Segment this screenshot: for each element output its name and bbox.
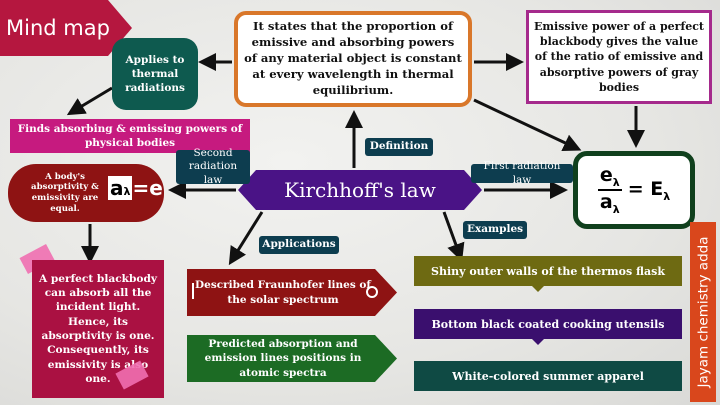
- application-item-fraunhofer: Described Fraunhofer lines of the solar …: [187, 269, 397, 316]
- mind-map-badge: Mind map: [0, 0, 132, 56]
- brand-watermark: Jayam chemistry adda: [690, 222, 716, 402]
- applications-tag: Applications: [259, 236, 339, 254]
- second-law-statement-pill: A body's absorptivity & emissivity are e…: [8, 164, 164, 222]
- first-law-formula-box: eλ aλ = Eλ: [573, 151, 695, 229]
- second-law-statement-text: A body's absorptivity & emissivity are e…: [31, 171, 99, 214]
- kirchhoffs-law-center-node: Kirchhoff's law: [238, 170, 482, 210]
- first-radiation-law-tag: First radiation law: [471, 160, 573, 186]
- decorative-bar-mark: [192, 283, 194, 299]
- formula-denominator: aλ: [599, 191, 620, 216]
- circle-dot-icon: [366, 286, 378, 298]
- callout-notch: [532, 286, 544, 292]
- examples-tag: Examples: [463, 221, 527, 239]
- second-radiation-law-tag: Second radiation law: [176, 147, 250, 186]
- definition-text-box: It states that the proportion of emissiv…: [234, 11, 472, 107]
- callout-notch: [532, 339, 544, 345]
- formula-rhs: = Eλ: [627, 177, 671, 203]
- formula-fraction: eλ aλ: [597, 164, 622, 216]
- example-item-thermos: Shiny outer walls of the thermos flask: [414, 256, 682, 292]
- application-item-atomic-spectra: Predicted absorption and emission lines …: [187, 335, 397, 382]
- emissive-power-box: Emissive power of a perfect blackbody gi…: [526, 10, 712, 104]
- example-item-apparel: White-colored summer apparel: [414, 361, 682, 391]
- arrow-definition-to-formula: [473, 98, 582, 152]
- arrow-applies-to-finds: [66, 86, 113, 116]
- formula-numerator: eλ: [597, 164, 622, 191]
- finds-powers-banner: Finds absorbing & emissing powers of phy…: [10, 119, 250, 153]
- arrow-center-to-applications: [228, 211, 264, 266]
- applies-to-thermal-radiations-box: Applies to thermal radiations: [112, 38, 198, 110]
- example-item-utensils: Bottom black coated cooking utensils: [414, 309, 682, 345]
- definition-tag: Definition: [365, 138, 433, 156]
- arrow-center-to-examples: [442, 211, 465, 262]
